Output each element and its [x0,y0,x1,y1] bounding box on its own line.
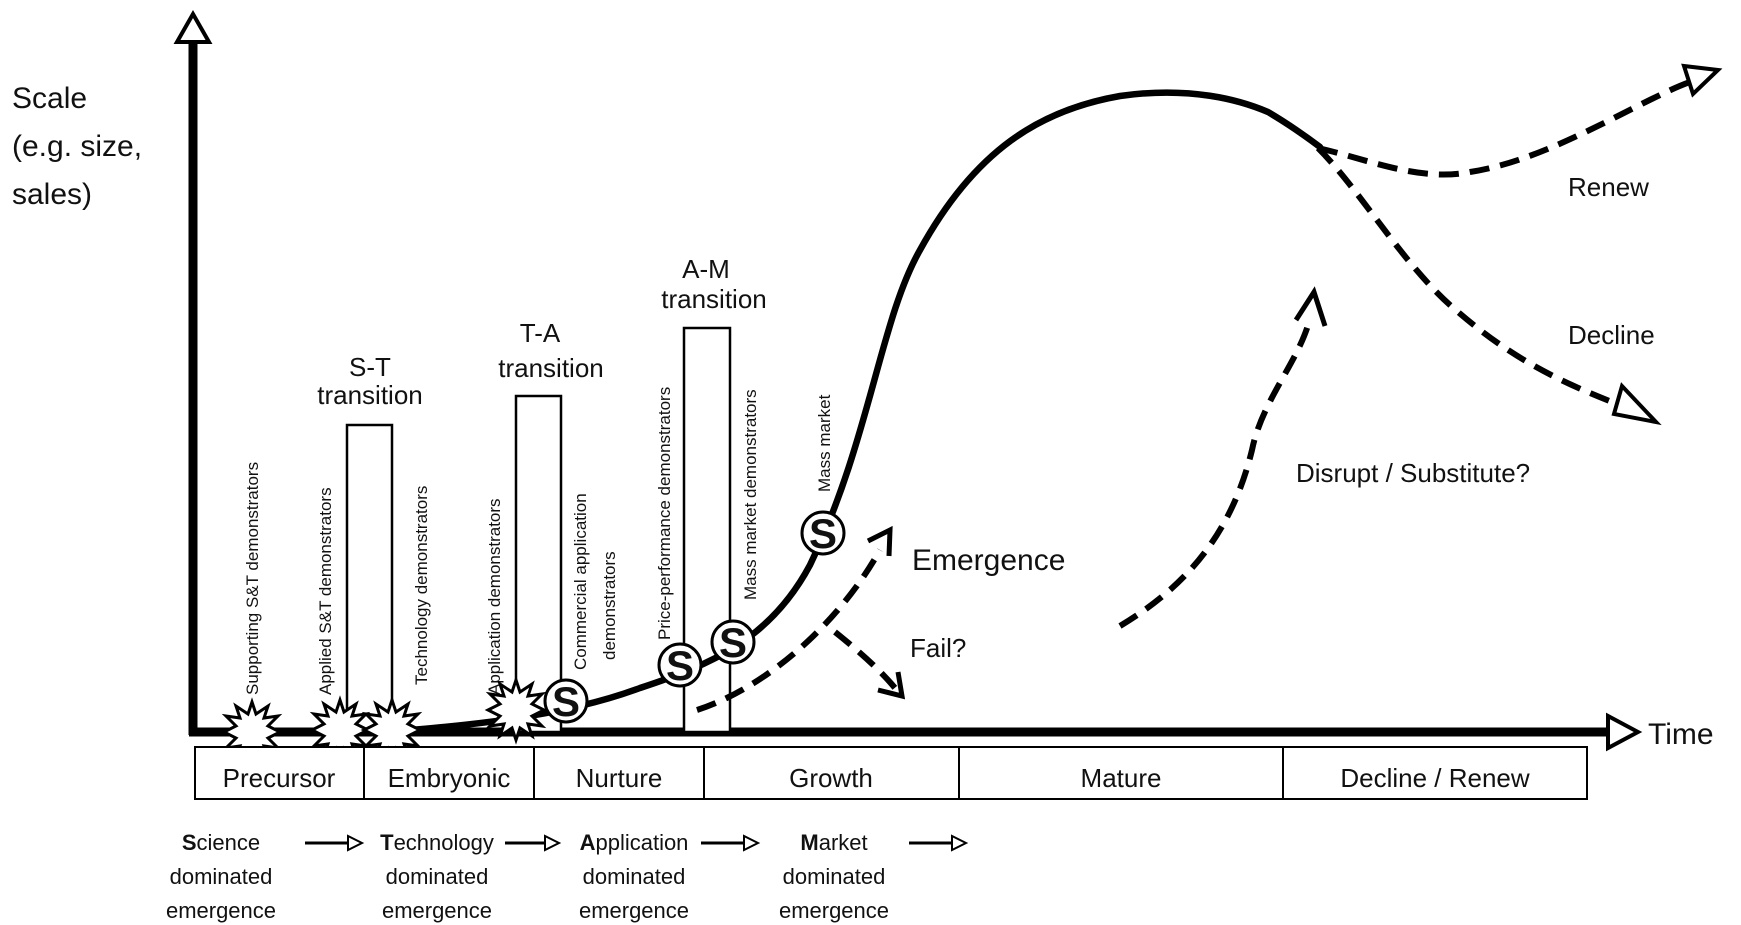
svg-text:S: S [809,510,837,557]
st-transition-label-1: S-T [349,352,391,382]
am-transition-label-2: transition [661,284,767,314]
phase-box-decline-renew [1282,746,1588,800]
market-dominated-line3: emergence [779,898,889,923]
phase-box-nurture [533,746,705,800]
phase-box-growth [703,746,960,800]
science-dominated-line3: emergence [166,898,276,923]
market-dominated-line2: dominated [783,864,886,889]
dominated-sequence: Science dominated emergence Technology d… [166,830,969,923]
renew-arrow [1317,63,1723,178]
vlabel-application: Application demonstrators [485,498,504,695]
phase-label-growth: Growth [789,763,873,793]
application-dominated-line1: Application [580,830,689,855]
vlabel-commercial-2: demonstrators [600,551,619,660]
phase-box-precursor [194,746,365,800]
disrupt-arrow [1118,286,1328,629]
fail-arrow [833,629,906,700]
ta-transition-bar [514,394,563,734]
y-axis-label-line3: sales) [12,178,92,211]
vlabel-price-performance: Price-performance demonstrators [655,387,674,640]
label-decline: Decline [1568,320,1655,350]
main-lifecycle-curve [381,89,1324,736]
y-axis-label-line2: (e.g. size, [12,130,142,163]
label-disrupt: Disrupt / Substitute? [1296,458,1530,488]
x-axis [189,712,1643,752]
decline-arrow [1315,145,1662,426]
phase-box-mature [958,746,1284,800]
phase-label-nurture: Nurture [576,763,663,793]
burst-application-icon [484,675,548,745]
label-renew: Renew [1568,172,1649,202]
am-transition-label-1: A-M [682,254,730,284]
application-dominated-line3: emergence [579,898,689,923]
phase-box-embryonic [363,746,535,800]
sequence-arrow-1 [305,834,365,852]
emergence-arrow [696,525,893,713]
technology-dominated-line1: Technology [380,830,494,855]
svg-text:S: S [719,619,747,666]
vlabel-mass-market: Mass market [815,394,834,492]
st-transition-bar [345,423,394,734]
technology-dominated-line3: emergence [382,898,492,923]
application-dominated-line2: dominated [583,864,686,889]
vlabel-applied-st: Applied S&T demonstrators [316,487,335,695]
ta-transition-label-1: T-A [520,318,561,348]
ta-transition-label-2: transition [498,353,604,383]
label-emergence: Emergence [912,544,1065,577]
svg-text:S: S [552,678,580,725]
market-dominated-line1: Market [800,830,867,855]
s-marker-mass-market-demo-icon: S [710,619,756,666]
vlabel-supporting-st: Supporting S&T demonstrators [243,462,262,695]
science-dominated-line2: dominated [170,864,273,889]
science-dominated-line1: Science [182,830,260,855]
y-axis-label-line1: Scale [12,82,87,115]
phase-bar: Precursor Embryonic Nurture Growth Matur… [194,746,1588,800]
st-transition-label-2: transition [317,380,423,410]
s-marker-mass-market-icon: S [800,510,846,557]
technology-dominated-line2: dominated [386,864,489,889]
sequence-arrow-3 [701,834,761,852]
phase-label-mature: Mature [1081,763,1162,793]
vlabel-commercial-1: Commercial application [571,493,590,670]
s-marker-commercial-icon: S [543,678,589,725]
label-fail: Fail? [910,633,966,663]
x-axis-label: Time [1648,718,1714,751]
vlabel-technology: Technology demonstrators [412,486,431,685]
sequence-arrow-4 [909,834,969,852]
sequence-arrow-2 [505,834,562,852]
phase-label-precursor: Precursor [223,763,336,793]
y-axis [173,9,213,735]
phase-label-embryonic: Embryonic [388,763,511,793]
s-marker-price-performance-icon: S [657,642,703,689]
svg-text:S: S [666,642,694,689]
vlabel-mass-market-demo: Mass market demonstrators [741,389,760,600]
phase-label-decline-renew: Decline / Renew [1340,763,1530,793]
